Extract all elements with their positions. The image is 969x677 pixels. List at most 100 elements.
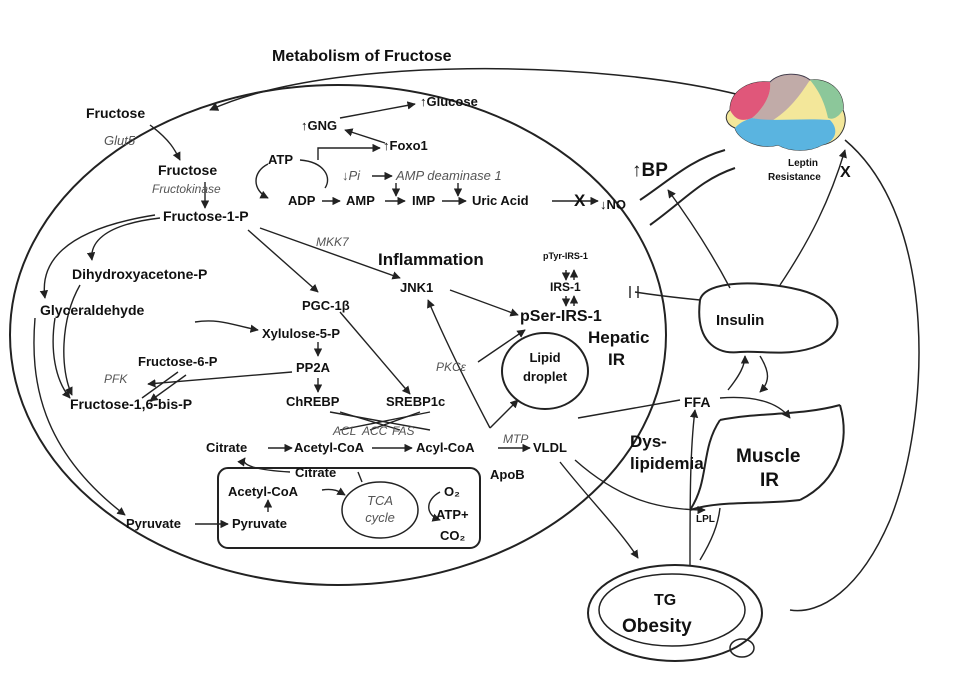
label-ptyr-irs1: pTyr-IRS-1 xyxy=(543,251,588,261)
label-tca: TCA xyxy=(367,493,393,508)
label-cycle: cycle xyxy=(365,510,395,525)
label-xylulose-5-p: Xylulose-5-P xyxy=(262,326,341,341)
adipose-inner xyxy=(598,573,746,647)
arrow-atp-adp xyxy=(255,163,269,199)
arrow-atp-loop xyxy=(299,159,329,189)
lipogenic-line-1 xyxy=(329,411,431,431)
label-acetyl-coa-mito: Acetyl-CoA xyxy=(228,484,299,499)
label-jnk1: JNK1 xyxy=(400,280,434,295)
label-fructose-6-p: Fructose-6-P xyxy=(138,354,218,369)
leptin-loop xyxy=(209,67,741,111)
arrow-f1p-dhap xyxy=(86,217,161,261)
label-obesity: Obesity xyxy=(622,616,692,637)
label-fas: FAS xyxy=(392,424,415,438)
label-uric-acid: Uric Acid xyxy=(472,193,529,208)
arrow-f1p-pgc1b xyxy=(247,229,319,293)
label-pfk: PFK xyxy=(104,372,128,386)
arrow-o2-atp xyxy=(428,491,441,522)
label-acc: ACC xyxy=(362,424,388,438)
label-dys: Dys- xyxy=(630,432,667,451)
label-mtp: MTP xyxy=(503,432,529,446)
arrow-atp-foxo1 xyxy=(317,143,381,160)
label-tg: TG xyxy=(654,592,677,609)
adipose-outer xyxy=(587,564,763,662)
label-glut5: Glut5 xyxy=(104,133,136,148)
arrow-pkce-pser xyxy=(477,329,526,363)
label-pyruvate-mito: Pyruvate xyxy=(232,516,287,531)
label-lipidemia: lipidemia xyxy=(630,454,704,473)
label-citrate-mito: Citrate xyxy=(295,465,337,480)
label-pyruvate-outer: Pyruvate xyxy=(126,516,181,531)
label-imp: IMP xyxy=(412,193,436,208)
arrow-insulin-ffa xyxy=(759,355,769,393)
arrow-pp2a-f6p xyxy=(147,371,293,388)
label-atp: ATP xyxy=(268,152,294,167)
lipogenic-line-4 xyxy=(369,411,421,431)
muscle-shape-top xyxy=(719,404,841,421)
arrow-f1p-jnk1 xyxy=(259,227,401,280)
label-adp: ADP xyxy=(288,193,316,208)
label-glyceraldehyde: Glyceraldehyde xyxy=(40,302,145,318)
lipogenic-line-2 xyxy=(339,411,401,431)
label-lipid: Lipid xyxy=(529,350,561,365)
vessel-line-2 xyxy=(649,167,736,226)
lipogenic-line-3 xyxy=(339,411,431,431)
label-glucose: ↑Glucose xyxy=(420,94,478,109)
arrow-gly-f16bp xyxy=(52,317,71,399)
muscle-shape-right xyxy=(799,404,845,501)
label-srebp1c: SREBP1c xyxy=(386,394,446,409)
arrow-gly-pyruvate xyxy=(33,317,126,516)
label-hepatic: Hepatic xyxy=(588,328,650,347)
label-pgc1b: PGC-1β xyxy=(302,298,350,313)
arrow-dhap-f16bp xyxy=(63,284,81,396)
diagram-title: Metabolism of Fructose xyxy=(272,48,452,65)
label-fructose-inner: Fructose xyxy=(158,162,218,178)
arrow-foxo1-gng xyxy=(344,128,386,144)
arrow-gng-glucose xyxy=(339,101,416,119)
label-citrate-top: Citrate xyxy=(206,440,248,455)
arrow-jnk1-pser xyxy=(449,289,519,317)
label-fructose-16-bis-p: Fructose-1,6-bis-P xyxy=(70,396,193,412)
label-o2: O₂ xyxy=(444,484,460,499)
label-droplet: droplet xyxy=(522,369,568,384)
label-insulin: Insulin xyxy=(716,312,765,329)
label-no: ↓NO xyxy=(600,197,626,212)
pfk-line-1 xyxy=(141,371,179,399)
arrow-acyl-jnk1 xyxy=(427,299,491,429)
label-amp-deaminase: AMP deaminase 1 xyxy=(396,168,502,183)
label-dihydroxyacetone-p: Dihydroxyacetone-P xyxy=(72,266,208,282)
arrow-tg-ffa xyxy=(689,409,699,566)
label-fructose-outer: Fructose xyxy=(86,105,146,121)
outer-loop-right xyxy=(789,139,920,612)
label-acetyl-coa-top: Acetyl-CoA xyxy=(294,440,365,455)
arrow-citrate-up xyxy=(237,457,291,473)
muscle-shape-bottom xyxy=(689,499,801,511)
label-bp: ↑BP xyxy=(632,160,668,181)
arrow-f1p-gly xyxy=(39,214,156,299)
label-pkce: PKCε xyxy=(436,360,466,374)
label-gng: ↑GNG xyxy=(301,118,338,133)
vessel-line-1 xyxy=(639,149,726,201)
label-hepatic-ir: IR xyxy=(608,350,625,369)
label-inflammation: Inflammation xyxy=(378,250,484,269)
label-pp2a: PP2A xyxy=(296,360,330,375)
arrow-insulin-bp xyxy=(667,189,731,289)
insulin-shape xyxy=(698,282,839,354)
arrow-insulin-brain xyxy=(779,149,847,286)
label-foxo1: ↑Foxo1 xyxy=(383,138,428,153)
label-leptin: Leptin xyxy=(788,158,818,169)
arrow-adipose-muscle xyxy=(699,507,721,561)
tca-cycle-circle xyxy=(341,481,419,539)
label-mkk7: MKK7 xyxy=(316,235,349,249)
label-atp-mito: ATP+ xyxy=(436,507,469,522)
label-irs1: IRS-1 xyxy=(550,280,581,294)
label-amp: AMP xyxy=(346,193,375,208)
arrow-insulin-irs xyxy=(634,291,701,301)
mitochondrion-box xyxy=(217,467,481,549)
label-resistance: Resistance xyxy=(768,172,821,183)
arrow-ffa-muscle xyxy=(719,396,791,419)
lipid-droplet-shape xyxy=(501,332,589,410)
pfk-line-2 xyxy=(149,374,187,402)
label-apob: ApoB xyxy=(490,467,525,482)
